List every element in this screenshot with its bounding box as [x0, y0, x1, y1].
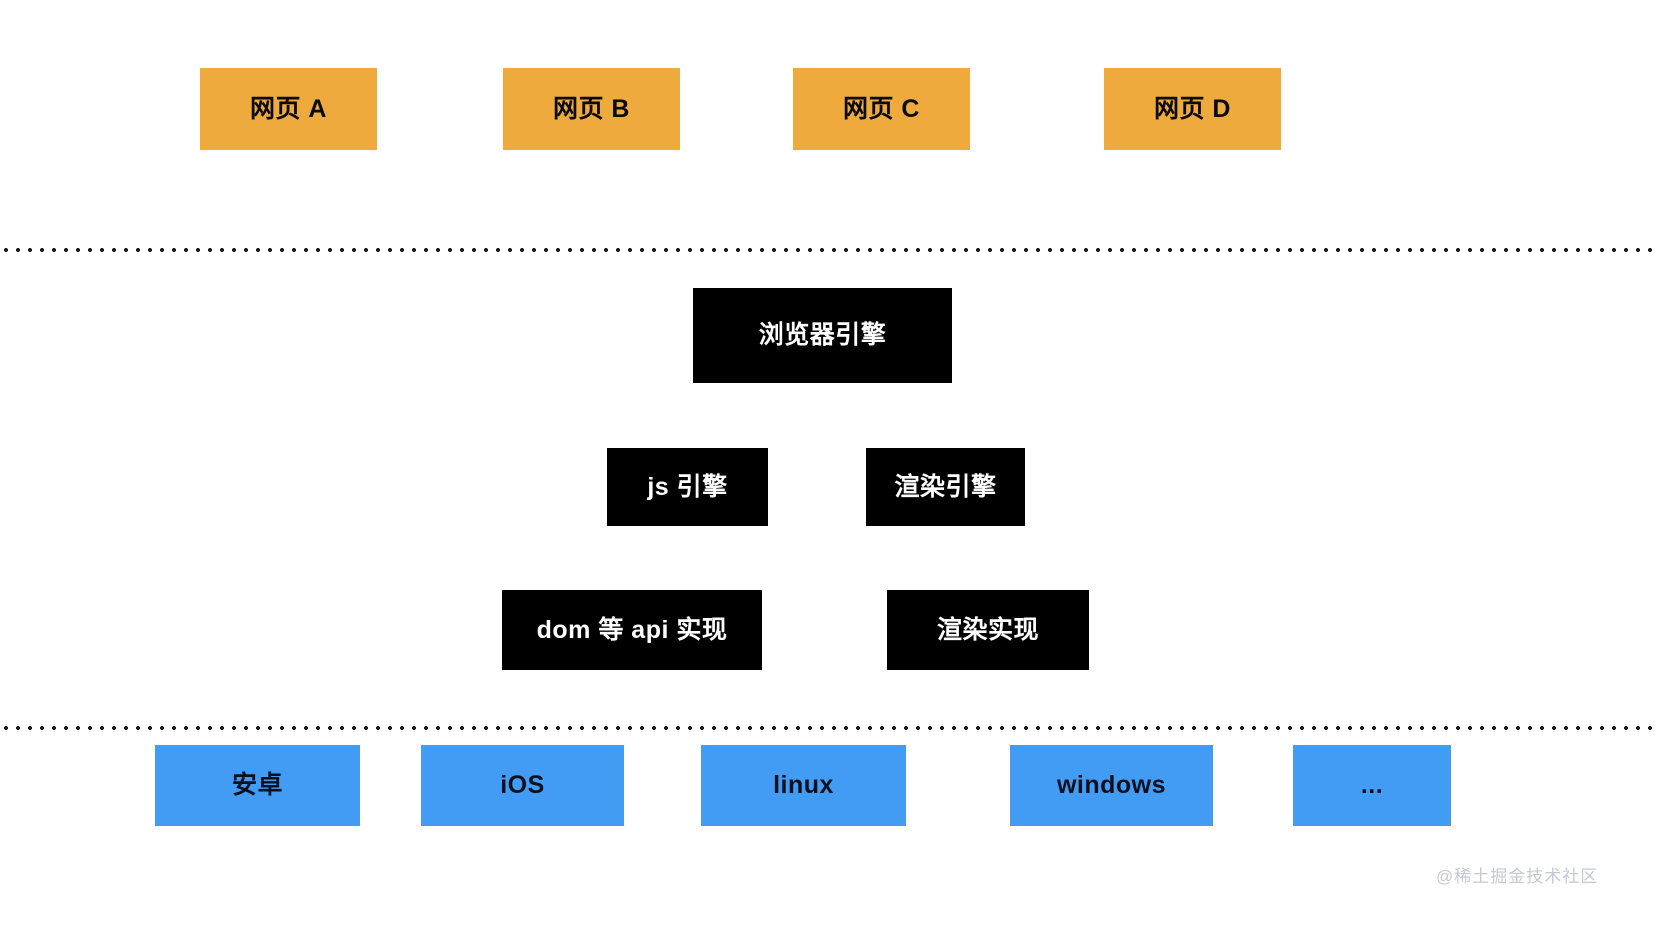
os-box-more-label: ... — [1360, 771, 1384, 799]
webpage-box-b: 网页 B — [503, 68, 680, 150]
dom-api-impl-label: dom 等 api 实现 — [536, 615, 728, 644]
watermark: @稀土掘金技术社区 — [1436, 867, 1599, 886]
os-box-linux-label: linux — [773, 771, 834, 799]
webpage-box-c: 网页 C — [793, 68, 970, 150]
browser-engine-box: 浏览器引擎 — [693, 288, 952, 383]
render-impl-box: 渲染实现 — [887, 590, 1089, 670]
divider-engine-os — [0, 726, 1656, 730]
os-box-windows-label: windows — [1056, 771, 1167, 799]
os-box-android: 安卓 — [155, 745, 360, 826]
os-box-android-label: 安卓 — [231, 771, 283, 799]
render-engine-box: 渲染引擎 — [866, 448, 1025, 526]
webpage-box-c-label: 网页 C — [842, 94, 920, 123]
os-box-ios: iOS — [421, 745, 624, 826]
os-box-windows: windows — [1010, 745, 1213, 826]
render-impl-label: 渲染实现 — [936, 615, 1039, 644]
os-box-linux: linux — [701, 745, 906, 826]
webpage-box-d-label: 网页 D — [1153, 94, 1231, 123]
webpage-box-a-label: 网页 A — [249, 94, 327, 123]
webpage-box-d: 网页 D — [1104, 68, 1281, 150]
render-engine-label: 渲染引擎 — [894, 472, 997, 501]
divider-webpage-engine — [0, 248, 1656, 252]
browser-engine-label: 浏览器引擎 — [758, 321, 887, 349]
os-box-more: ... — [1293, 745, 1451, 826]
dom-api-impl-box: dom 等 api 实现 — [502, 590, 762, 670]
js-engine-label: js 引擎 — [647, 472, 728, 501]
webpage-box-a: 网页 A — [200, 68, 377, 150]
os-box-ios-label: iOS — [500, 771, 545, 799]
js-engine-box: js 引擎 — [607, 448, 768, 526]
webpage-box-b-label: 网页 B — [552, 94, 630, 123]
